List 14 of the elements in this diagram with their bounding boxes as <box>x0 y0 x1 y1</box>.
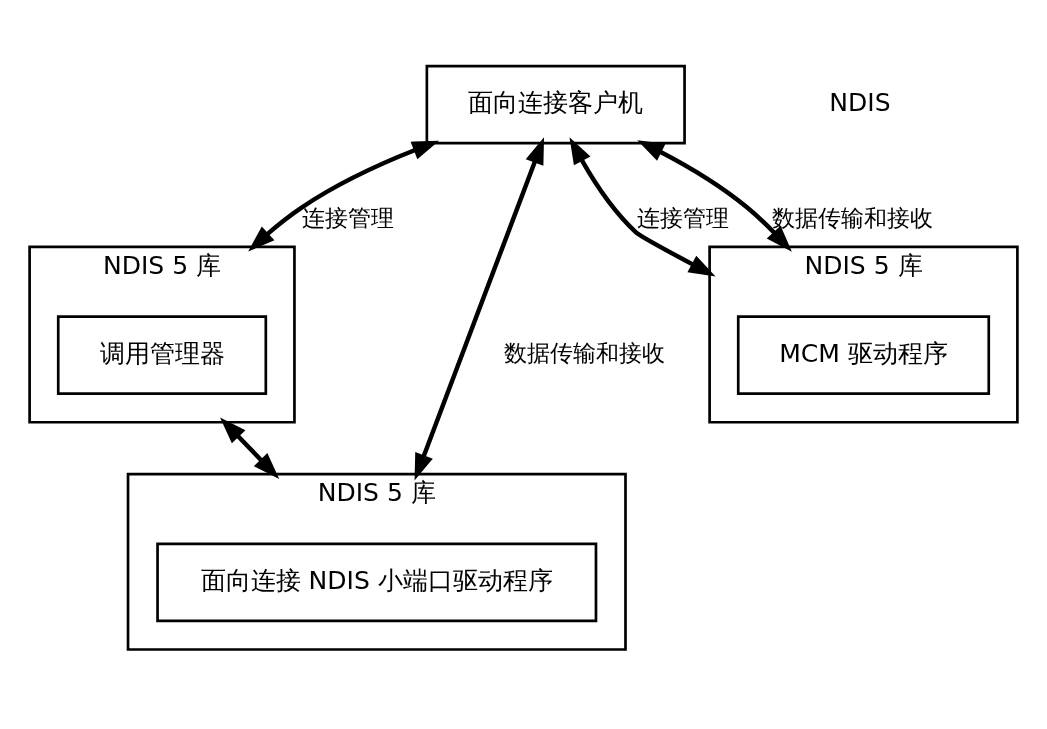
node-box: 面向连接客户机 <box>425 64 686 144</box>
arrow <box>569 136 716 277</box>
node-box: 调用管理器 <box>56 314 268 395</box>
arrow <box>248 140 440 251</box>
arrow <box>414 136 545 480</box>
arrow <box>220 416 280 479</box>
node-box: MCM 驱动程序 <box>736 314 991 395</box>
node-box: 面向连接 NDIS 小端口驱动程序 <box>156 542 598 622</box>
label: NDIS <box>829 87 891 117</box>
edge-label: 连接管理 <box>302 203 395 231</box>
edge-label: 数据传输和接收 <box>772 203 934 231</box>
arrow <box>637 139 792 252</box>
edge-label: 连接管理 <box>636 203 729 231</box>
edge-label: 数据传输和接收 <box>503 338 665 366</box>
